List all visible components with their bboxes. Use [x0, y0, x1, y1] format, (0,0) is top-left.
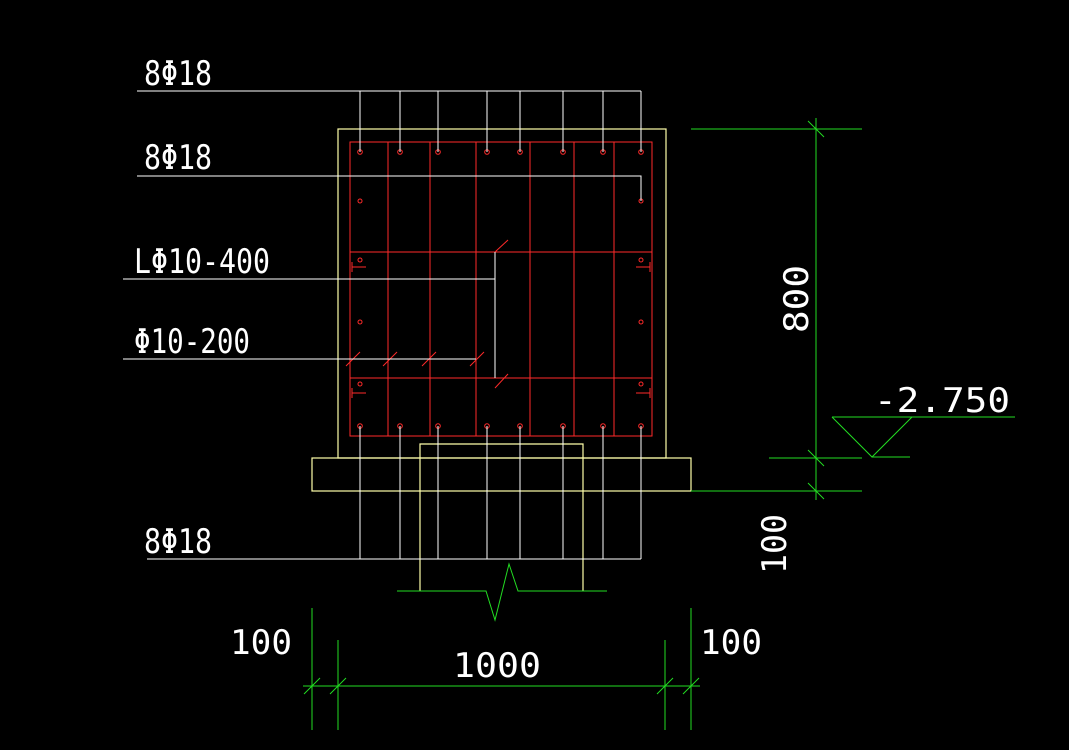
label-bottom-bars: 8Φ18: [144, 522, 212, 562]
concrete-outline: [311, 128, 692, 591]
cap-ledge: [311, 457, 692, 492]
annotation-text: 8Φ18 8Φ18 LΦ10-400 Φ10-200 8Φ18 -2.750 8…: [134, 54, 1010, 686]
dim-left-offset: 100: [230, 623, 292, 663]
column-stub-outline: [419, 443, 584, 591]
label-stirrups: Φ10-200: [134, 322, 250, 362]
dim-right-offset: 100: [700, 623, 762, 663]
stirrup-outer: [349, 141, 653, 437]
elevation-value: -2.750: [874, 381, 1010, 421]
rebar-dots: [357, 149, 644, 429]
dim-height: 800: [777, 265, 817, 333]
dim-width: 1000: [453, 646, 541, 686]
label-top-bars: 8Φ18: [144, 54, 212, 94]
dimension-lines: [303, 118, 1015, 730]
label-l-tie: LΦ10-400: [134, 242, 270, 282]
label-side-bars: 8Φ18: [144, 138, 212, 178]
leader-lines: [123, 90, 642, 560]
rebar-cage: [345, 141, 653, 437]
dim-step: 100: [755, 514, 795, 574]
beam-outline: [337, 128, 667, 459]
